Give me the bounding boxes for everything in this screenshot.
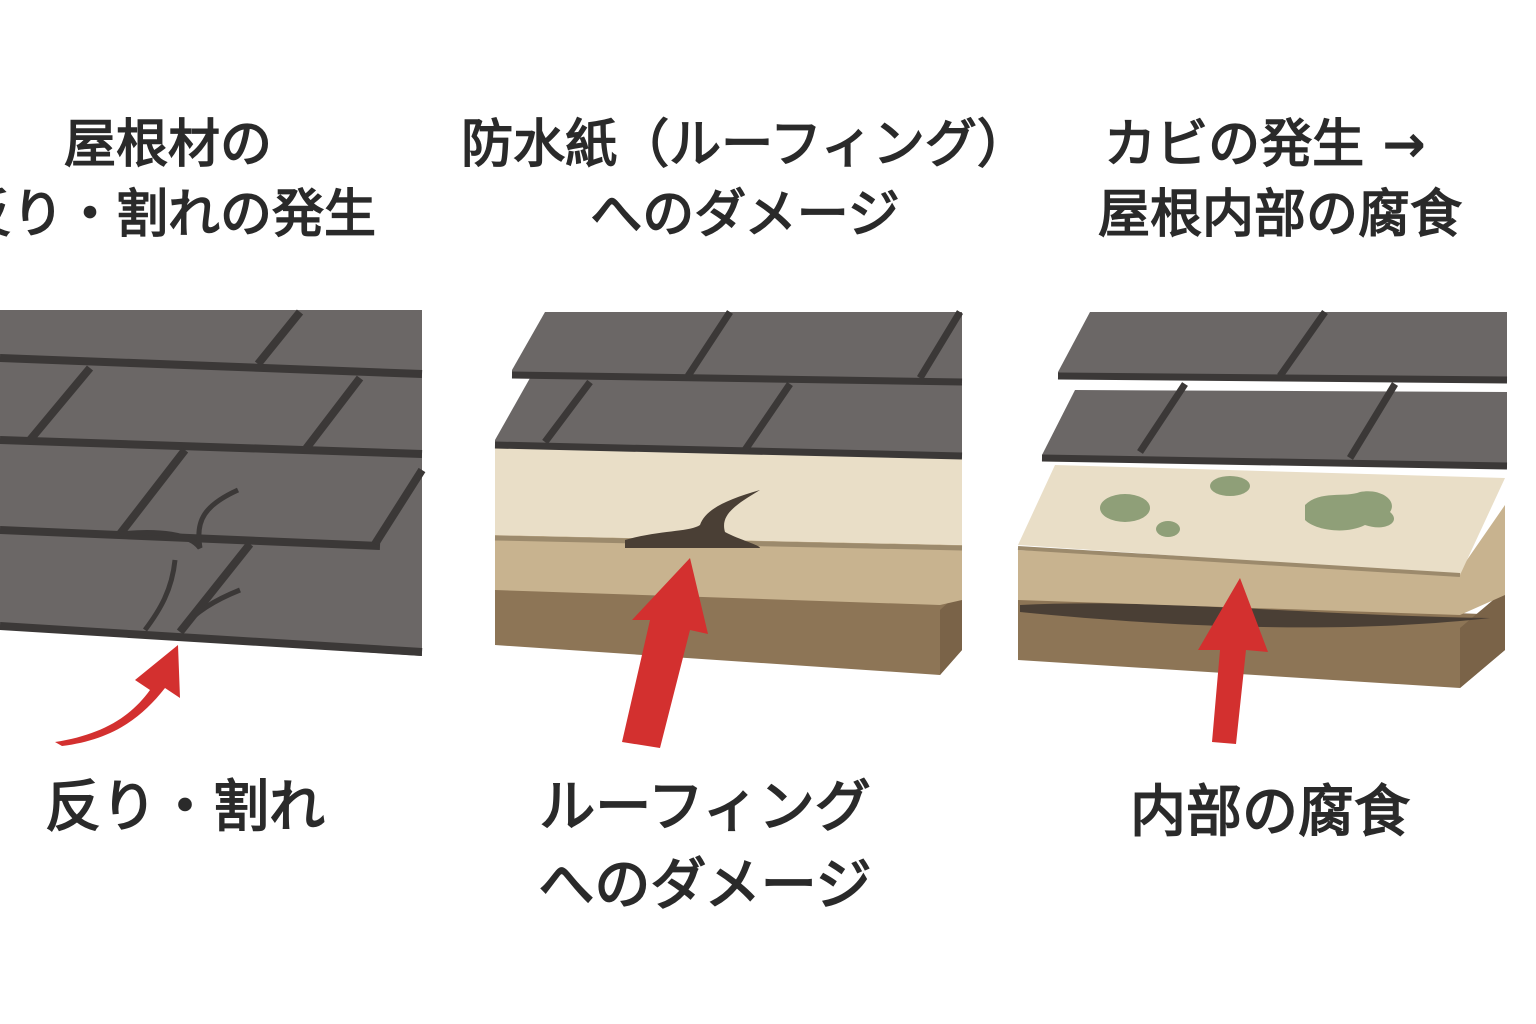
panel-2-label-line-2: へのダメージ bbox=[538, 853, 872, 918]
panel-3-title-line-2: 屋根内部の腐食 bbox=[1097, 185, 1463, 245]
panel-2-title-line-2: へのダメージ bbox=[590, 185, 900, 245]
panel-3-label: 内部の腐食 bbox=[1130, 780, 1410, 845]
panel-1-title-line-1: 屋根材の bbox=[63, 115, 273, 175]
panel-1-title-line-2: 反り・割れの発生 bbox=[0, 185, 377, 245]
panel-2-title-line-1: 防水紙（ルーフィング） bbox=[461, 115, 1029, 175]
panel-1-label: 反り・割れ bbox=[45, 775, 325, 840]
panel-3-title-line-1: カビの発生 → bbox=[1104, 115, 1426, 175]
panel-2-roofing-damage bbox=[494, 310, 963, 675]
arrow-2 bbox=[622, 558, 708, 748]
arrow-3 bbox=[1198, 578, 1268, 744]
panel-2-label-line-1: ルーフィング bbox=[539, 775, 871, 840]
panel-3-mold-corrosion bbox=[1017, 309, 1508, 688]
panel-1-cracked-shingles bbox=[0, 309, 426, 656]
arrow-1 bbox=[55, 645, 180, 746]
mold-spots bbox=[1100, 476, 1394, 537]
